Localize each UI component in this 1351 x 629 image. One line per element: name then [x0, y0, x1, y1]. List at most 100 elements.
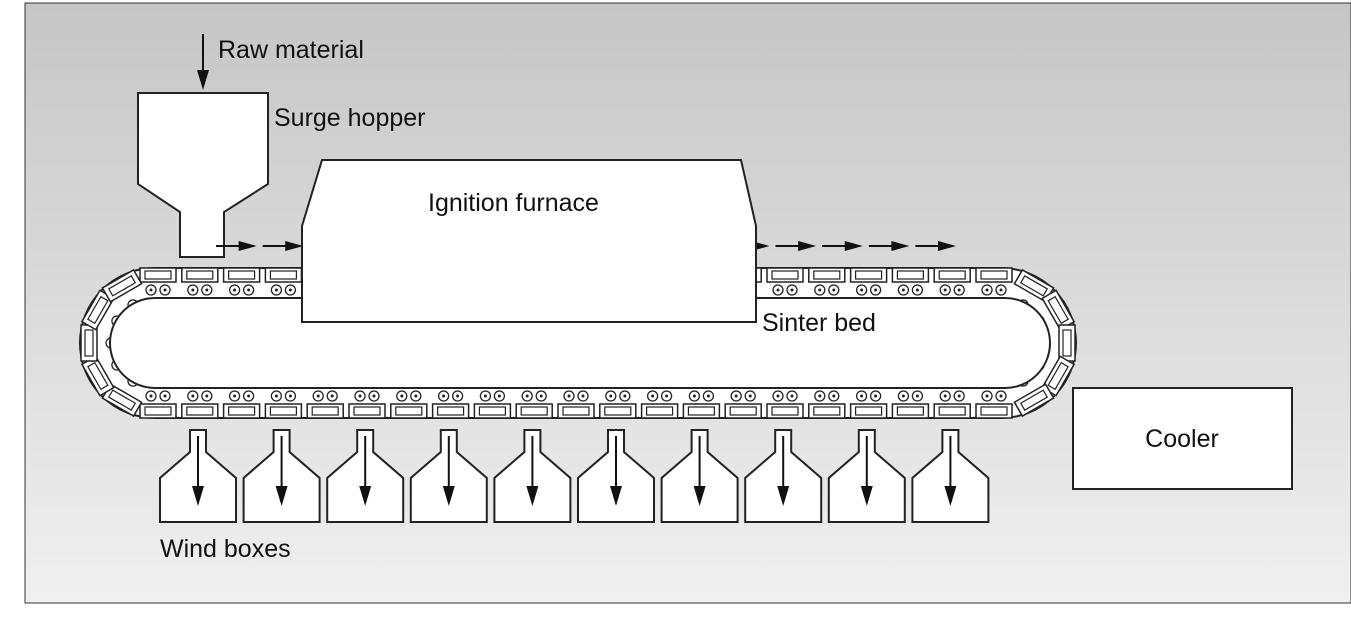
roller-axle	[163, 394, 167, 398]
end-pallet	[1013, 383, 1055, 418]
cooler-box	[1072, 387, 1293, 490]
ignition-furnace	[301, 159, 757, 323]
raw-material-arrow	[197, 34, 209, 90]
suction-arrow-head	[610, 486, 622, 506]
flow-arrow-head	[844, 241, 863, 251]
pallet-inner	[938, 270, 966, 280]
roller-axle	[860, 394, 864, 398]
roller-axle	[149, 288, 153, 292]
roller-axle	[483, 394, 487, 398]
roller-axle	[456, 394, 460, 398]
roller-axle	[706, 394, 710, 398]
suction-arrow-head	[860, 486, 873, 506]
roller-axle	[274, 394, 278, 398]
roller-axle	[247, 394, 251, 398]
pallet-inner	[938, 406, 966, 416]
pallet-inner	[186, 270, 214, 280]
roller-axle	[525, 394, 529, 398]
pallet-inner	[687, 406, 716, 416]
roller-axle	[957, 394, 961, 398]
roller-axle	[999, 288, 1003, 292]
roller-axle	[205, 394, 209, 398]
raw-material-label: Raw material	[218, 36, 364, 64]
end-pallet-inner	[107, 389, 137, 411]
suction-arrow-head	[359, 486, 372, 506]
roller-axle	[832, 394, 836, 398]
roller-axle	[999, 394, 1003, 398]
pallet-inner	[980, 270, 1008, 280]
roller-axle	[874, 288, 878, 292]
pallet-inner	[604, 406, 632, 416]
flow-arrow-head	[891, 241, 910, 251]
roller-axle	[288, 394, 292, 398]
roller-axle	[163, 288, 167, 292]
roller-axle	[581, 394, 585, 398]
roller-axle	[985, 288, 989, 292]
roller-axle	[247, 288, 251, 292]
roller-axle	[790, 288, 794, 292]
roller-axle	[149, 394, 153, 398]
surge-hopper	[137, 92, 269, 258]
pallet-inner	[896, 406, 925, 416]
roller-axle	[191, 288, 195, 292]
roller-axle	[651, 394, 655, 398]
suction-arrow-head	[944, 486, 957, 506]
pallet-inner	[896, 270, 925, 280]
suction-arrow-head	[526, 486, 539, 506]
end-pallet-inner	[87, 295, 109, 325]
roller-axle	[609, 394, 613, 398]
roller-axle	[692, 394, 696, 398]
flow-arrow-head	[238, 241, 257, 251]
cooler-label: Cooler	[1145, 425, 1219, 453]
pallet-inner	[269, 406, 297, 416]
roller-axle	[205, 288, 209, 292]
roller-axle	[567, 394, 571, 398]
roller-axle	[665, 394, 669, 398]
pallet-inner	[854, 406, 883, 416]
suction-arrow-head	[275, 486, 288, 506]
pallet-inner	[980, 406, 1008, 416]
roller-axle	[901, 288, 905, 292]
roller-axle	[414, 394, 418, 398]
pallet-inner	[771, 270, 799, 280]
end-pallet-inner	[1047, 361, 1069, 391]
end-pallet-inner	[1062, 329, 1072, 357]
roller-axle	[957, 288, 961, 292]
roller-axle	[818, 288, 822, 292]
roller-axle	[233, 288, 237, 292]
roller-axle	[748, 394, 752, 398]
pallet-inner	[395, 406, 423, 416]
roller-axle	[233, 394, 237, 398]
end-pallet	[1058, 324, 1076, 362]
end-pallet-inner	[87, 361, 109, 391]
end-pallet	[80, 324, 98, 362]
pallet-inner	[520, 406, 548, 416]
suction-arrow-head	[777, 486, 790, 506]
end-pallet-inner	[107, 275, 137, 297]
roller-axle	[539, 394, 543, 398]
pallet-inner	[311, 406, 339, 416]
end-pallet-inner	[84, 329, 94, 357]
pallet-inner	[269, 270, 297, 280]
pallet-inner	[813, 406, 841, 416]
roller-axle	[860, 288, 864, 292]
roller-axle	[623, 394, 627, 398]
roller-axle	[372, 394, 376, 398]
end-pallet	[101, 268, 143, 303]
roller-axle	[901, 394, 905, 398]
roller-axle	[985, 394, 989, 398]
sinter-bed-label: Sinter bed	[762, 309, 876, 337]
roller-axle	[288, 288, 292, 292]
pallet-inner	[144, 270, 172, 280]
pallet-inner	[228, 270, 256, 280]
flow-arrow-head	[938, 241, 956, 251]
wind-boxes-label: Wind boxes	[160, 535, 291, 563]
end-pallet-inner	[1047, 295, 1069, 325]
roller-axle	[943, 394, 947, 398]
roller-axle	[915, 288, 919, 292]
roller-axle	[330, 394, 334, 398]
pallet-inner	[353, 406, 381, 416]
roller-axle	[274, 288, 278, 292]
pallet-inner	[645, 406, 674, 416]
